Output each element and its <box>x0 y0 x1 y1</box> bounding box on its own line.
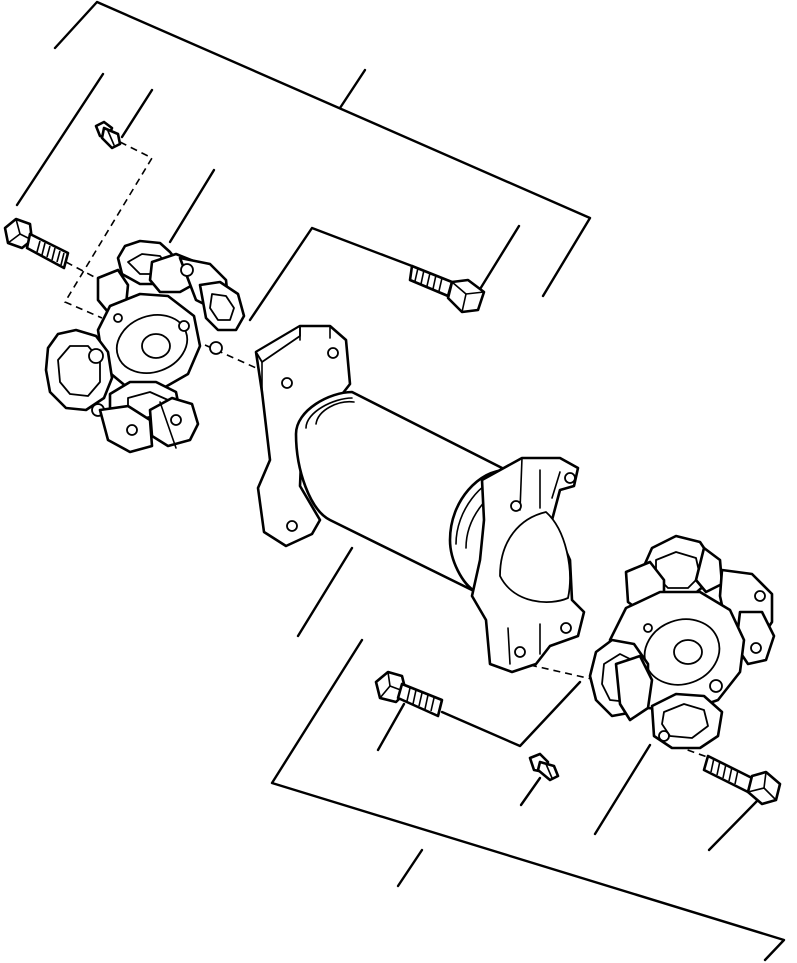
grease-fitting-bottom <box>528 752 560 782</box>
bolt-top-left <box>3 217 70 270</box>
shaft-tube <box>254 324 586 674</box>
bolt-bottom-left <box>374 670 444 718</box>
universal-joint-front <box>44 239 246 454</box>
bolt-bottom-right <box>702 754 782 806</box>
grease-fitting-top <box>94 120 122 150</box>
leader-lines <box>15 72 760 852</box>
universal-joint-rear <box>588 534 776 750</box>
bolt-top-middle <box>408 264 486 314</box>
top-assembly-bracket <box>53 0 592 298</box>
bottom-assembly-bracket <box>270 638 786 962</box>
